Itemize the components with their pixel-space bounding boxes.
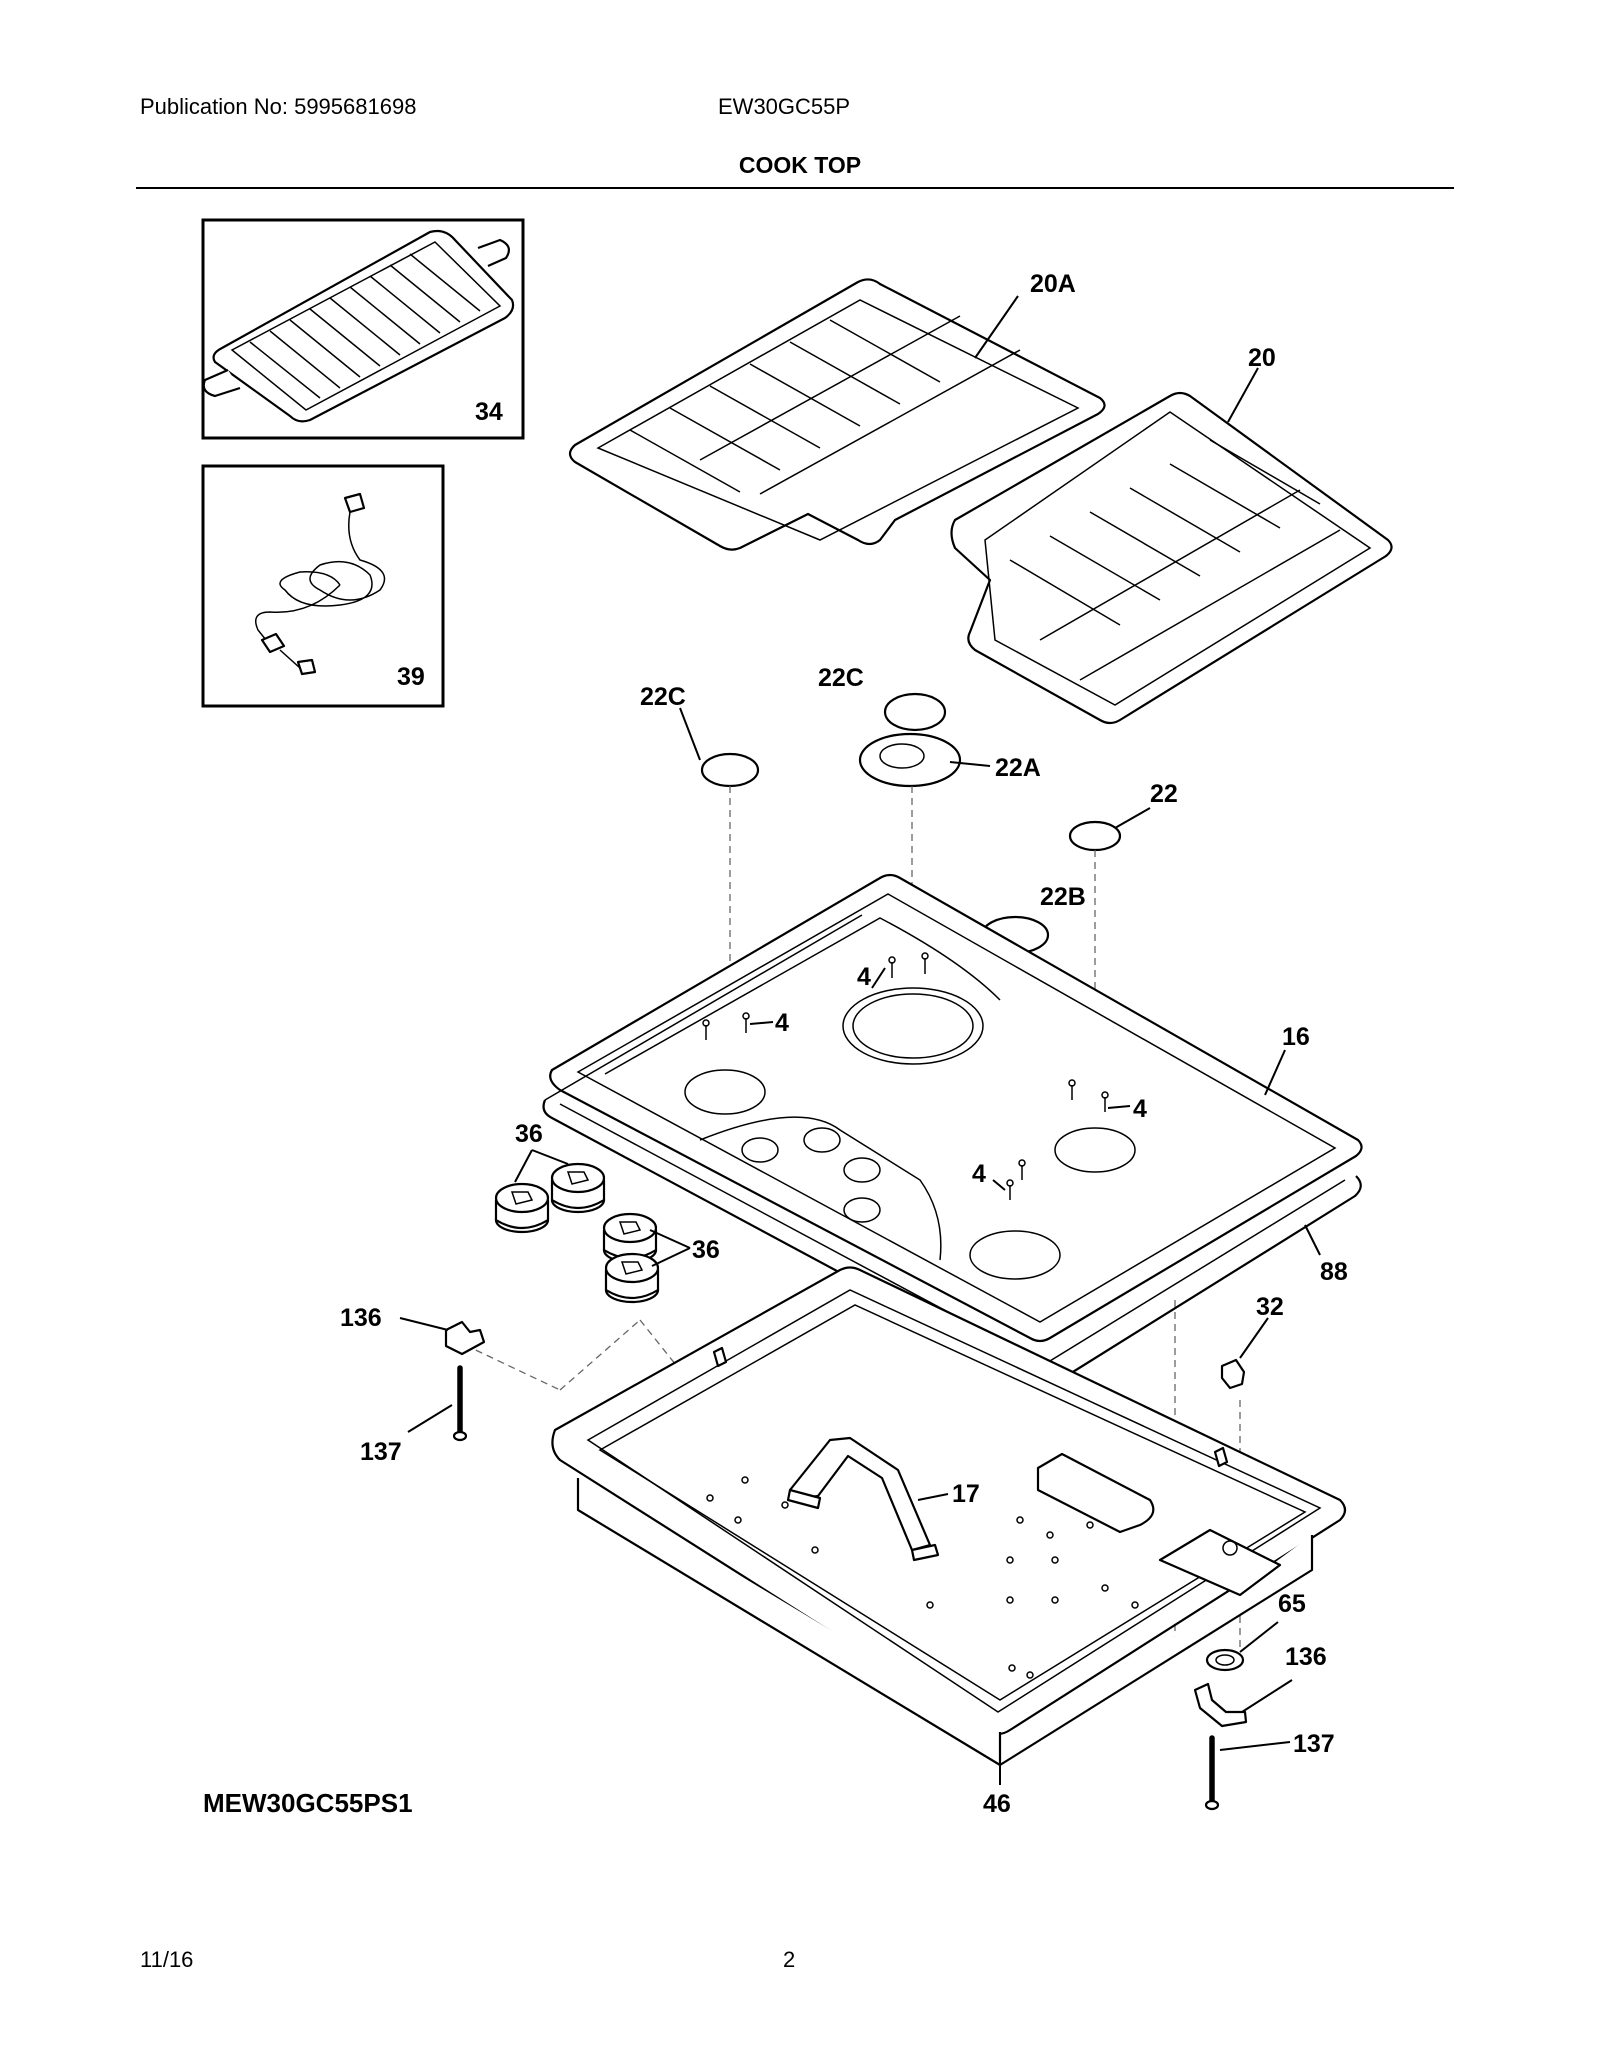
knob-openings: [741, 1127, 881, 1223]
callout-20a: 20A: [1030, 270, 1076, 298]
model-number: EW30GC55P: [718, 94, 851, 119]
callout-36-top: 36: [515, 1120, 543, 1148]
callout-22a: 22A: [995, 754, 1041, 782]
callout-34: 34: [475, 398, 503, 426]
callout-22c-left: 22C: [640, 683, 686, 711]
callout-39: 39: [397, 663, 425, 691]
callout-137-right: 137: [1293, 1730, 1335, 1758]
knobs-36[interactable]: 36 36: [494, 1120, 720, 1304]
page-number: 2: [783, 1947, 796, 1972]
header-rule: [136, 187, 1454, 189]
callout-22c-center: 22C: [818, 664, 864, 692]
grate-20a[interactable]: 20A: [568, 270, 1106, 551]
callout-36-bottom: 36: [692, 1236, 720, 1264]
screws-4[interactable]: 4 4 4 4: [702, 952, 1147, 1200]
bracket-136-left[interactable]: 136: [340, 1304, 486, 1356]
callout-17: 17: [952, 1480, 980, 1508]
callout-4-b: 4: [775, 1009, 789, 1037]
callout-32: 32: [1256, 1293, 1284, 1321]
griddle-inset[interactable]: 34: [201, 218, 525, 440]
footer-date: 11/16: [140, 1947, 194, 1972]
publication-number: Publication No: 5995681698: [140, 94, 417, 119]
callout-4-d: 4: [972, 1160, 986, 1188]
bolt-137-left[interactable]: 137: [360, 1365, 468, 1466]
bracket-17[interactable]: 17: [786, 1436, 980, 1562]
callout-136-right: 136: [1285, 1643, 1327, 1671]
callout-137-left: 137: [360, 1438, 402, 1466]
callout-46: 46: [983, 1790, 1011, 1818]
bolt-137-right[interactable]: 137: [1204, 1730, 1335, 1811]
callout-16: 16: [1282, 1023, 1310, 1051]
grommet-65[interactable]: 65: [1205, 1590, 1306, 1672]
bracket-136-right[interactable]: 136: [1193, 1643, 1327, 1728]
burner-box-46[interactable]: 46: [551, 1266, 1347, 1819]
callout-88: 88: [1320, 1258, 1348, 1286]
callout-136-left: 136: [340, 1304, 382, 1332]
callout-4-c: 4: [1133, 1095, 1147, 1123]
power-cord-inset[interactable]: 39: [201, 464, 445, 708]
callout-65: 65: [1278, 1590, 1306, 1618]
section-title: COOK TOP: [738, 152, 862, 178]
callout-22: 22: [1150, 780, 1178, 808]
model-code: MEW30GC55PS1: [203, 1788, 413, 1818]
grate-20[interactable]: 20: [950, 344, 1393, 725]
burner-cap-22[interactable]: 22: [1068, 780, 1178, 852]
callout-4-a: 4: [857, 963, 871, 991]
callout-22b: 22B: [1040, 883, 1086, 911]
callout-20: 20: [1248, 344, 1276, 372]
burner-cap-22c-center[interactable]: 22C: [818, 664, 947, 732]
igniter-32[interactable]: 32: [1220, 1293, 1284, 1390]
burner-cap-22c-left[interactable]: 22C: [640, 683, 760, 788]
cooktop-16[interactable]: 16: [549, 873, 1363, 1343]
burner-head-22a[interactable]: 22A: [858, 732, 1041, 788]
